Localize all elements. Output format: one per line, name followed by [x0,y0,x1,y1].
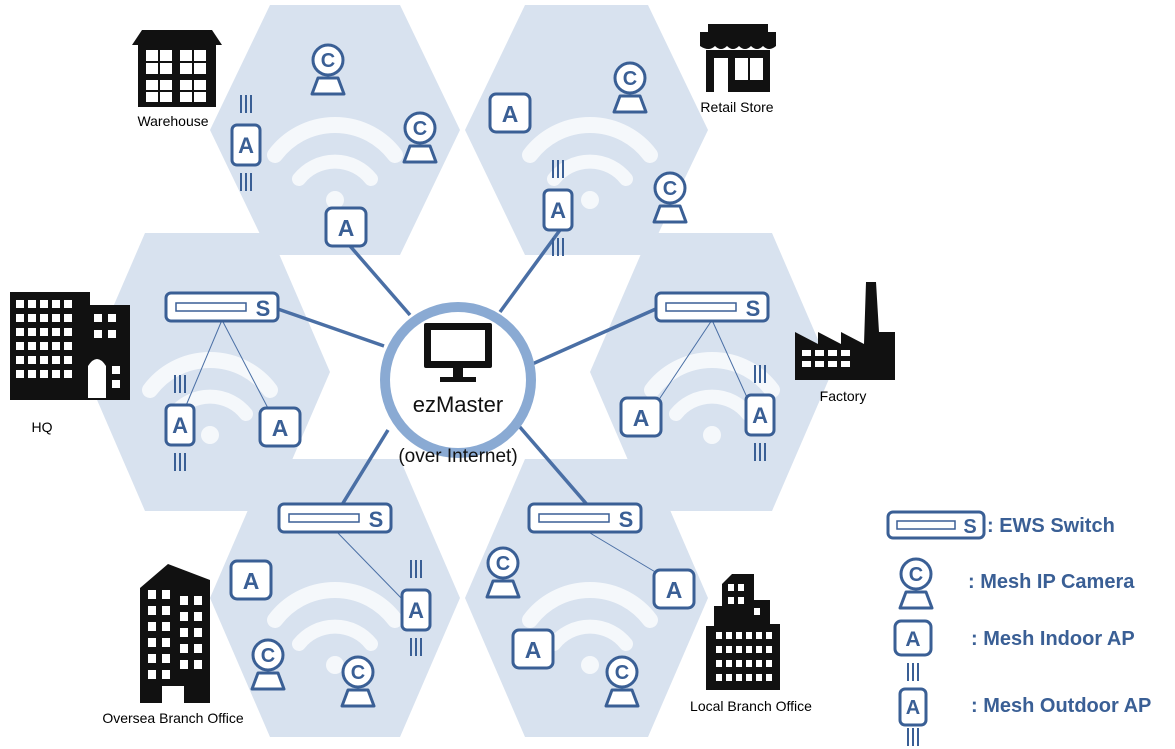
svg-text:A: A [338,215,355,241]
site-label-retail: Retail Store [700,99,773,115]
indoor-ap-icon: A [652,568,696,610]
camera-icon: C [340,655,376,708]
indoor-ap-icon: A [258,406,302,448]
legend-outdoor-ap-icon: A [898,662,928,747]
svg-text:A: A [502,101,519,127]
site-label-hq: HQ [32,419,53,435]
svg-text:A: A [525,637,542,663]
legend-indoor-ap-icon: A [893,619,933,657]
hq-building-icon [10,292,130,400]
outdoor-ap-icon: A [230,94,262,192]
legend-camera-label: : Mesh IP Camera [968,571,1135,593]
svg-text:S: S [963,516,976,538]
svg-text:C: C [623,68,637,90]
svg-text:C: C [261,645,275,667]
site-label-factory: Factory [820,388,867,404]
camera-icon: C [250,638,286,691]
factory-building-icon [795,282,895,380]
camera-icon: C [310,43,346,96]
svg-text:A: A [172,413,188,438]
camera-icon: C [604,655,640,708]
switch-icon: S [527,502,643,534]
svg-text:C: C [413,118,427,140]
svg-text:S: S [746,296,761,321]
legend-indoor-label: : Mesh Indoor AP [971,628,1135,650]
svg-text:C: C [321,50,335,72]
ezmaster-hub: ezMaster [380,302,536,458]
hub-links [274,228,659,510]
local-building-icon [706,574,780,690]
svg-text:S: S [619,507,634,532]
hub-title: ezMaster [413,392,503,417]
svg-text:A: A [906,697,920,719]
outdoor-ap-icon: A [542,159,574,257]
switch-icon: S [654,291,770,323]
switch-links [184,319,751,603]
svg-text:C: C [663,178,677,200]
svg-text:A: A [408,598,424,623]
retail-store-icon [700,24,776,92]
camera-icon: C [652,171,688,224]
legend-outdoor-label: : Mesh Outdoor AP [971,695,1151,717]
camera-icon: C [485,546,521,599]
indoor-ap-icon: A [324,206,368,248]
outdoor-ap-icon: A [400,559,432,657]
wifi-icon [267,117,403,209]
indoor-ap-icon: A [229,559,273,601]
svg-text:C: C [351,662,365,684]
svg-text:C: C [615,662,629,684]
indoor-ap-icon: A [488,92,532,134]
outdoor-ap-icon: A [164,374,196,472]
indoor-ap-icon: A [511,628,555,670]
svg-text:C: C [909,564,923,586]
camera-icon: C [402,111,438,164]
svg-text:A: A [752,403,768,428]
svg-text:S: S [369,507,384,532]
svg-text:A: A [633,405,650,431]
svg-text:S: S [256,296,271,321]
indoor-ap-icon: A [619,396,663,438]
legend: S : EWS Switch C : Mesh IP Camera A : Me… [886,510,1151,747]
site-label-warehouse: Warehouse [137,113,208,129]
camera-icon: C [612,61,648,114]
svg-text:A: A [272,415,289,441]
svg-text:A: A [550,198,566,223]
legend-switch-label: : EWS Switch [987,515,1115,537]
warehouse-building-icon [132,30,222,107]
site-label-local: Local Branch Office [690,698,812,714]
svg-text:A: A [243,568,260,594]
monitor-icon [424,323,492,382]
hub-subtitle: (over Internet) [398,446,517,467]
svg-text:A: A [238,133,254,158]
svg-text:A: A [905,628,920,651]
outdoor-ap-icon: A [744,364,776,462]
wifi-icon [267,582,403,674]
legend-switch-icon: S [886,510,986,540]
wifi-icon [522,582,658,674]
oversea-building-icon [140,564,210,703]
hex-factory [590,233,832,511]
svg-text:A: A [666,577,683,603]
wifi-icon [522,117,658,209]
legend-camera-icon: C [898,557,934,610]
site-label-oversea: Oversea Branch Office [102,710,244,726]
switch-icon: S [277,502,393,534]
switch-icon: S [164,291,280,323]
svg-text:C: C [496,553,510,575]
